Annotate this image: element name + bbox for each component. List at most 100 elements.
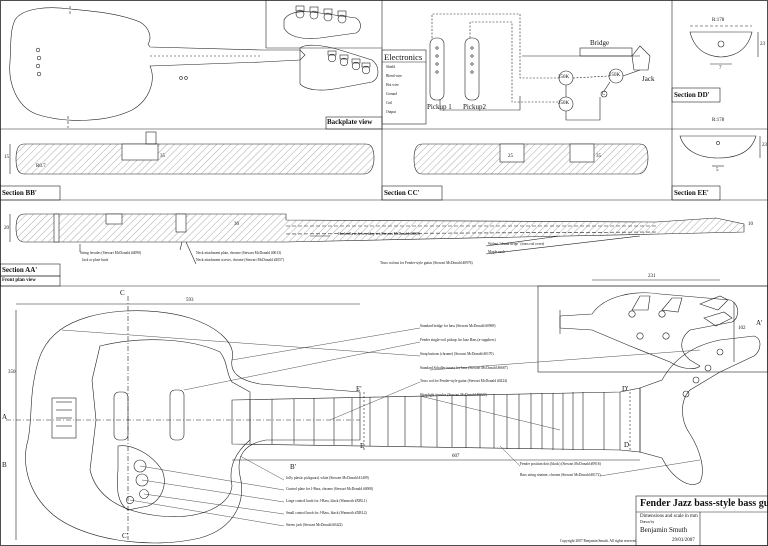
pot-1-label: 250K — [558, 75, 570, 80]
dim-head-width: 231 — [648, 274, 656, 279]
callout-pickup: Fender single-coil pickup for Jazz Bass … — [420, 338, 496, 342]
section-title-front: Front plan view — [2, 278, 36, 283]
headstock-detail-frame — [537, 285, 768, 373]
jack-label: Jack — [642, 75, 655, 83]
callout-truss-nut: Truss rod nut for Fender-style guitar (S… — [380, 261, 473, 265]
dim-aa-thickness: 20 — [4, 226, 9, 231]
marker-c: C — [120, 289, 125, 297]
callout-fret-inlay: Cinderella style hex inlay set (Stewart … — [338, 232, 421, 236]
callout-neck-plate: Neck attachment plate, chrome (Stewart M… — [196, 251, 282, 255]
marker-b: B — [2, 461, 7, 469]
callout-walnut: Walnut "skunk stripe" (truss rod cover) — [488, 242, 545, 246]
callout-jack: Stereo jack (Stewart McDonald #0422) — [286, 523, 343, 527]
front-bridge — [51, 397, 77, 439]
callout-maple: Maple neck — [488, 250, 505, 254]
marker-d: D — [624, 441, 630, 449]
headstock-back — [283, 5, 361, 39]
electronics-legend-item: Output — [386, 110, 396, 114]
marker-a: A — [2, 413, 8, 421]
electronics-legend — [381, 49, 427, 125]
section-title-dd: Section DD' — [674, 91, 710, 99]
backplate-view — [9, 6, 306, 128]
ee-title-box — [671, 185, 721, 201]
pot-2-label: 250K — [558, 101, 570, 106]
electronics-legend-item: Coil — [386, 101, 393, 105]
dd-title-box — [671, 87, 721, 103]
marker-c-prime: C' — [122, 532, 128, 540]
cc-title-box — [381, 185, 443, 201]
bridge-plate — [579, 47, 633, 57]
section-aa — [0, 213, 745, 287]
dim-head-height: 102 — [738, 326, 746, 331]
callout-side-dots: Fender position dots (black) (Stewart Mc… — [520, 462, 601, 466]
drawing-note: Dimensions and scale in mm — [640, 514, 698, 519]
electronics-title: Electronics — [384, 52, 423, 62]
callout-small-knob: Small control knob for J-Bass, black (Wa… — [286, 511, 367, 515]
dim-radius-dd: R:178 — [712, 18, 725, 23]
author-label: Drawn by — [640, 520, 655, 524]
marker-d-prime: D' — [622, 385, 629, 393]
dim-height-dd: 23 — [760, 42, 765, 47]
dim-aa-neck: 30 — [234, 222, 239, 227]
marker-a-prime: A' — [756, 319, 763, 327]
section-title-backplate: Backplate view — [327, 118, 373, 126]
electronics-legend-item: Ground — [386, 92, 397, 96]
marker-e-prime: E' — [356, 385, 362, 393]
dim-aa-head: 10 — [748, 222, 753, 227]
section-title-aa: Section AA' — [2, 266, 38, 274]
callout-leaders — [61, 327, 701, 527]
dim-height-ee: 23 — [762, 143, 767, 148]
dim-bb-cavity: 35 — [160, 154, 165, 159]
front-headstock — [639, 335, 761, 485]
bridge-label: Bridge — [590, 39, 610, 47]
callout-jack-plate: Jack or plate hook — [82, 258, 109, 262]
pot-3-label: 250K — [609, 73, 621, 78]
dim-body-height: 350 — [8, 370, 16, 375]
front-pickup-bridge — [113, 391, 129, 441]
pickup-2 — [464, 37, 480, 101]
pickup-1-label: Pickup 1 — [427, 103, 452, 111]
dim-bb-thickness: 15 — [4, 155, 9, 160]
electronics-legend-item: Blend wire — [386, 74, 402, 78]
section-cc — [381, 143, 649, 201]
callout-tuners: Standard Schaller tuners for bass (Stewa… — [420, 366, 508, 370]
front-body — [6, 296, 361, 544]
section-title-cc: Section CC' — [384, 189, 420, 197]
drawing-title: Fender Jazz bass-style bass guitar — [640, 498, 768, 509]
front-neck — [231, 387, 641, 461]
title-block-frame — [635, 495, 768, 546]
capacitor-label: C — [602, 92, 606, 97]
headstock-back-main — [299, 44, 379, 91]
section-dd — [671, 25, 759, 103]
dim-hole-ee: 5 — [716, 168, 719, 173]
callout-string-ferrules: String ferrules (Stewart McDonald #4090) — [80, 251, 142, 255]
callout-truss: Truss rod for Fender-style guitar (Stewa… — [420, 379, 508, 383]
jack-shape — [631, 45, 651, 71]
bb-title-box — [0, 185, 61, 201]
front-title-box — [0, 275, 61, 287]
section-ee — [671, 135, 761, 201]
callout-strap: Strap buttons (chrome) (Stewart McDonald… — [420, 352, 494, 356]
dim-body-width: 593 — [186, 298, 194, 303]
headstock-detail — [559, 279, 739, 369]
section-title-ee: Section EE' — [674, 189, 709, 197]
electronics-legend-item: Hot wire — [386, 83, 399, 87]
section-title-bb: Section BB' — [2, 189, 37, 197]
electronics-diagram — [381, 13, 651, 125]
pickup-2-label: Pickup2 — [463, 103, 486, 111]
dim-cc-cavity: 35 — [596, 154, 601, 159]
electronics-legend-item: Shield — [386, 65, 396, 69]
callout-retainer: Bass string retainer, chrome (Stewart Mc… — [520, 473, 601, 477]
callout-controls-plate: Control plate for J-Bass, chrome (Stewar… — [286, 487, 374, 491]
dim-scale-length: 607 — [452, 454, 460, 459]
dim-radius-ee: R:178 — [712, 118, 725, 123]
control-plate — [117, 445, 165, 511]
marker-e: E — [360, 442, 365, 450]
dim-bb-radius: R0.7 — [36, 164, 46, 169]
author-name: Benjamin Smuth — [640, 526, 688, 534]
dim-hole-dd: 7 — [719, 66, 722, 71]
pickup-1 — [429, 37, 445, 101]
callout-pickguard: Jolly plastic pickguard, white (Stewart … — [286, 476, 369, 480]
